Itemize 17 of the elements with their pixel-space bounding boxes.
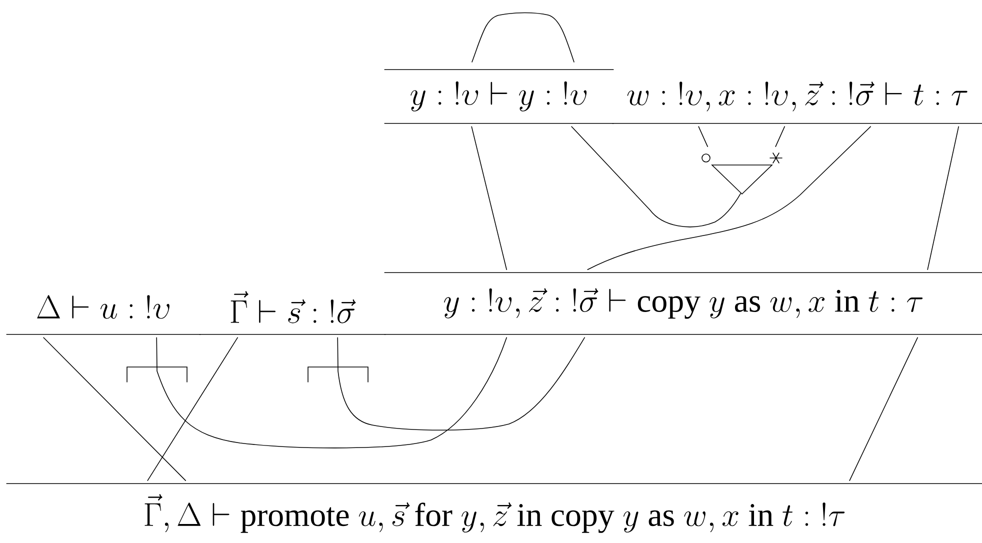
wire xyxy=(43,337,186,481)
wire xyxy=(571,126,741,228)
wire xyxy=(698,126,708,147)
wire xyxy=(337,337,585,431)
sequent: $\vec{\Gamma} \vdash \vec{s} : {!}\vec{\sigma}$ xyxy=(199,291,386,335)
wire xyxy=(927,126,959,270)
wire xyxy=(849,337,918,481)
sequent: $w : {!}\upsilon, x : {!}\upsilon, \vec{z} : {!}\vec{\sigma} \vdash t : \tau$ xyxy=(612,82,982,124)
sequent: $\Delta \vdash u : {!}\upsilon$ xyxy=(6,295,201,335)
wire xyxy=(156,337,507,448)
sequent: $\vec{\Gamma}, \Delta \vdash \mathrm{promote}\ u, \vec{s}\ \mathrm{for}\ y, \vec{z}\ \mathrm{in}\ \mathrm{copy}\ y\ \mathrm{as}\ w, x\ \mathrm{in}\ t : {!}\tau$ xyxy=(6,483,982,533)
wire xyxy=(471,126,507,270)
sequent: $y : {!}\upsilon \vdash y : {!}\upsilon$ xyxy=(384,69,614,124)
wire xyxy=(775,126,785,147)
wire xyxy=(587,126,871,270)
sequent: $y : {!}\upsilon, \vec{z} : {!}\vec{\sigma} \vdash \mathrm{copy}\ y\ \mathrm{as}\ w, x\ \mathrm{in}\ t : \tau$ xyxy=(384,272,982,335)
wire xyxy=(147,337,238,481)
